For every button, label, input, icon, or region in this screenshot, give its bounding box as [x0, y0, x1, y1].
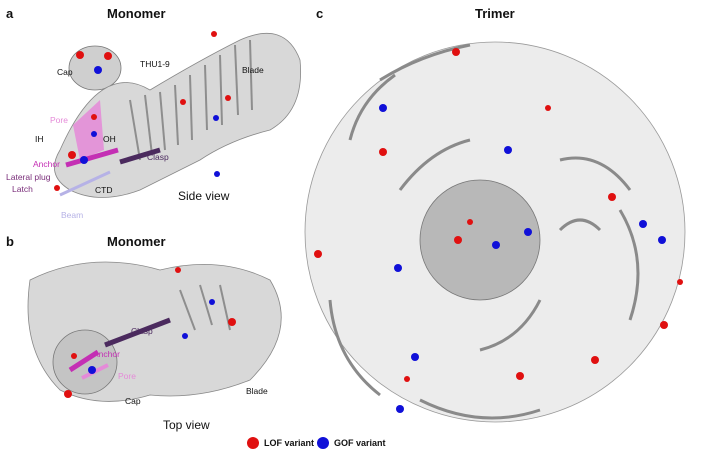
label-anchor-b: Anchor: [93, 349, 120, 359]
top-view-label: Top view: [163, 418, 210, 432]
panel-a-letter: a: [6, 6, 14, 21]
panel-b-structure: [27, 261, 282, 402]
legend-lof: LOF variant: [247, 437, 314, 449]
label-oh: OH: [103, 134, 116, 144]
label-ih: IH: [35, 134, 44, 144]
label-blade-b: Blade: [246, 386, 268, 396]
label-lateral-plug: Lateral plug: [6, 172, 51, 182]
label-beam: Beam: [61, 210, 84, 220]
lof-swatch: [247, 437, 259, 449]
panel-c-letter: c: [316, 6, 324, 21]
panel-a-structure: [53, 31, 301, 198]
label-clasp-b: Clasp: [131, 326, 153, 336]
label-thu: THU1-9: [140, 59, 170, 69]
label-latch: Latch: [12, 184, 33, 194]
legend-lof-label: LOF variant: [264, 438, 315, 448]
legend-gof: GOF variant: [317, 437, 386, 449]
label-anchor-a: Anchor: [33, 159, 60, 169]
label-cap-b: Cap: [125, 396, 141, 406]
gof-swatch: [317, 437, 329, 449]
legend-gof-label: GOF variant: [334, 438, 386, 448]
label-blade-a: Blade: [242, 65, 264, 75]
side-view-label: Side view: [178, 189, 230, 203]
label-pore-a: Pore: [50, 115, 68, 125]
panel-b-title: Monomer: [107, 234, 166, 249]
panel-b-letter: b: [6, 234, 14, 249]
label-cap-a: Cap: [57, 67, 73, 77]
label-clasp-a: Clasp: [147, 152, 169, 162]
label-pore-b: Pore: [118, 371, 136, 381]
panel-a-title: Monomer: [107, 6, 166, 21]
panel-c-structure: [304, 41, 686, 423]
label-ctd: CTD: [95, 185, 113, 195]
panel-c-title: Trimer: [475, 6, 515, 21]
